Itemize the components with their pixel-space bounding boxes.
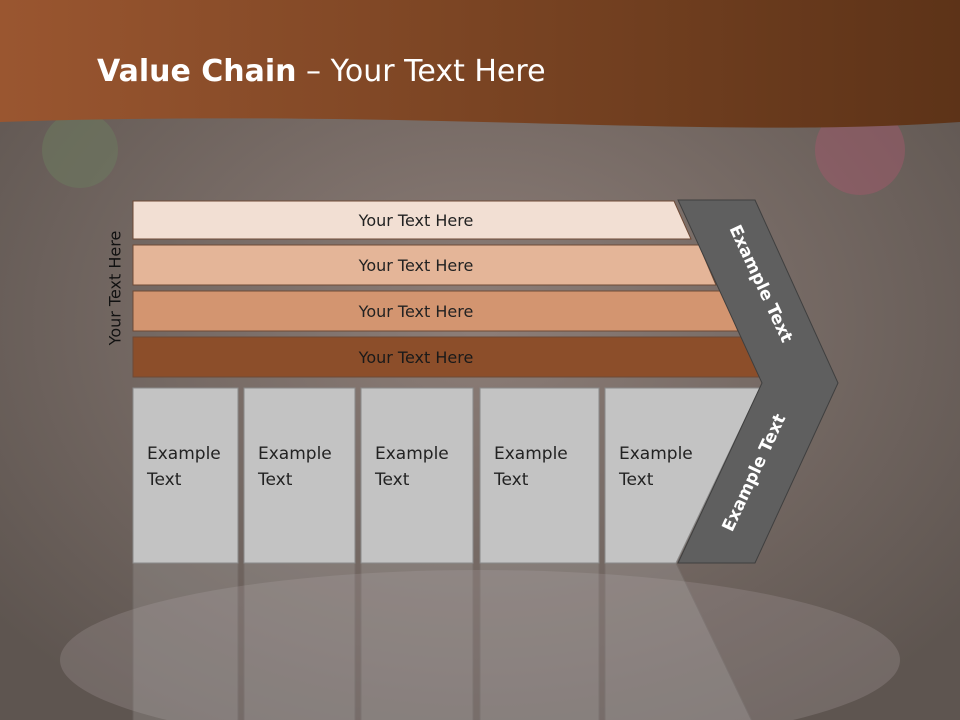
column-box-4 — [479, 562, 600, 720]
column-box-5 — [604, 562, 752, 720]
column-box-1 — [132, 562, 239, 720]
column-line1-2: Example — [258, 444, 332, 464]
column-box-3 — [360, 387, 474, 564]
column-box-4 — [479, 387, 600, 564]
title-rest: – Your Text Here — [296, 54, 546, 89]
header-band — [0, 0, 960, 128]
column-line2-3: Text — [374, 470, 410, 490]
column-line2-4: Text — [493, 470, 529, 490]
column-line2-5: Text — [618, 470, 654, 490]
row-label-1: Your Text Here — [358, 211, 474, 230]
column-line1-4: Example — [494, 444, 568, 464]
reflection — [132, 562, 828, 720]
column-line1-1: Example — [147, 444, 221, 464]
column-box-2 — [243, 387, 356, 564]
column-line2-1: Text — [146, 470, 182, 490]
column-box-1 — [132, 387, 239, 564]
row-bar-1 — [132, 200, 692, 240]
column-line1-3: Example — [375, 444, 449, 464]
row-bar-2 — [132, 244, 717, 286]
column-line1-5: Example — [619, 444, 693, 464]
column-box-2 — [243, 562, 356, 720]
title-bold: Value Chain — [97, 54, 297, 89]
chevron-shape — [677, 199, 839, 564]
row-label-2: Your Text Here — [358, 256, 474, 275]
column-box-5 — [604, 387, 761, 564]
row-label-3: Your Text Here — [358, 302, 474, 321]
page-title: Value Chain – Your Text Here — [97, 54, 546, 89]
column-line2-2: Text — [257, 470, 293, 490]
column-box-3 — [360, 562, 474, 720]
row-label-4: Your Text Here — [358, 348, 474, 367]
